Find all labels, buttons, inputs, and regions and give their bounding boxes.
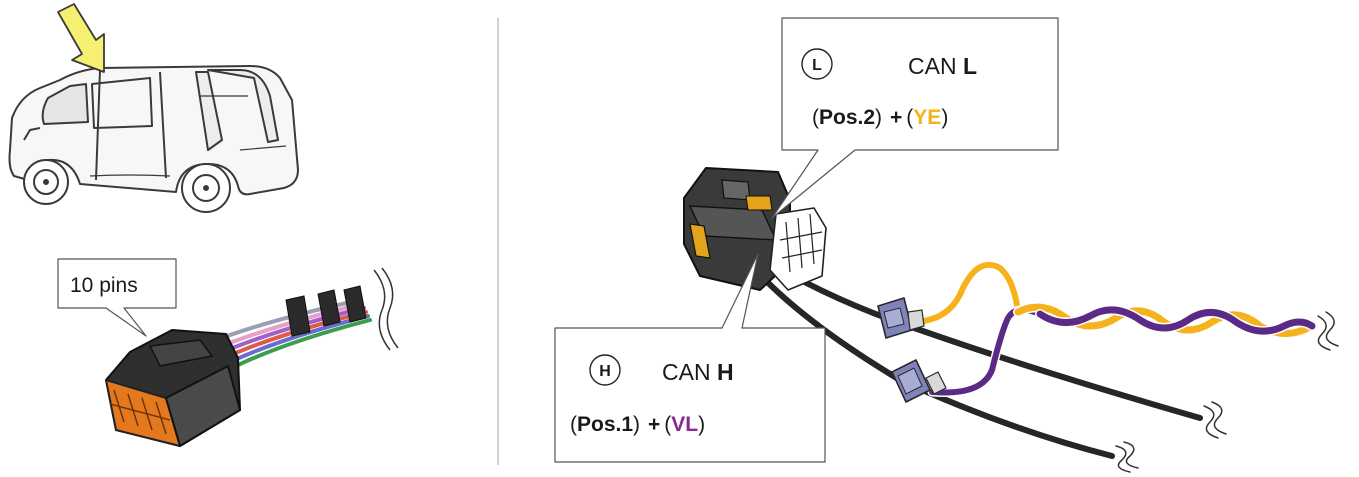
can-h-pin-info: (Pos.1)+(VL) xyxy=(570,413,705,436)
ten-pin-connector-illustration xyxy=(105,267,399,447)
van-illustration xyxy=(8,65,299,213)
can-l-badge-icon xyxy=(801,48,833,80)
can-l-badge-letter: L xyxy=(812,57,822,74)
can-l-callout: L CAN L (Pos.2)+(YE) xyxy=(771,17,1059,219)
can-l-pin-info: (Pos.2)+(YE) xyxy=(812,106,948,129)
can-h-signal: CAN H xyxy=(662,359,734,385)
wire-harness xyxy=(747,253,1339,473)
can-h-callout: H CAN H (Pos.1)+(VL) xyxy=(554,253,826,463)
tap-connector-yellow xyxy=(877,297,925,339)
location-arrow-icon xyxy=(57,3,105,73)
tap-connector-violet xyxy=(891,359,947,403)
pins-label: 10 pins xyxy=(70,274,138,297)
vehicle-connector-illustration xyxy=(683,167,827,291)
can-h-badge-letter: H xyxy=(599,363,611,380)
pins-callout: 10 pins xyxy=(57,258,177,337)
can-h-badge-icon xyxy=(589,354,621,386)
can-l-signal: CAN L xyxy=(908,53,977,79)
